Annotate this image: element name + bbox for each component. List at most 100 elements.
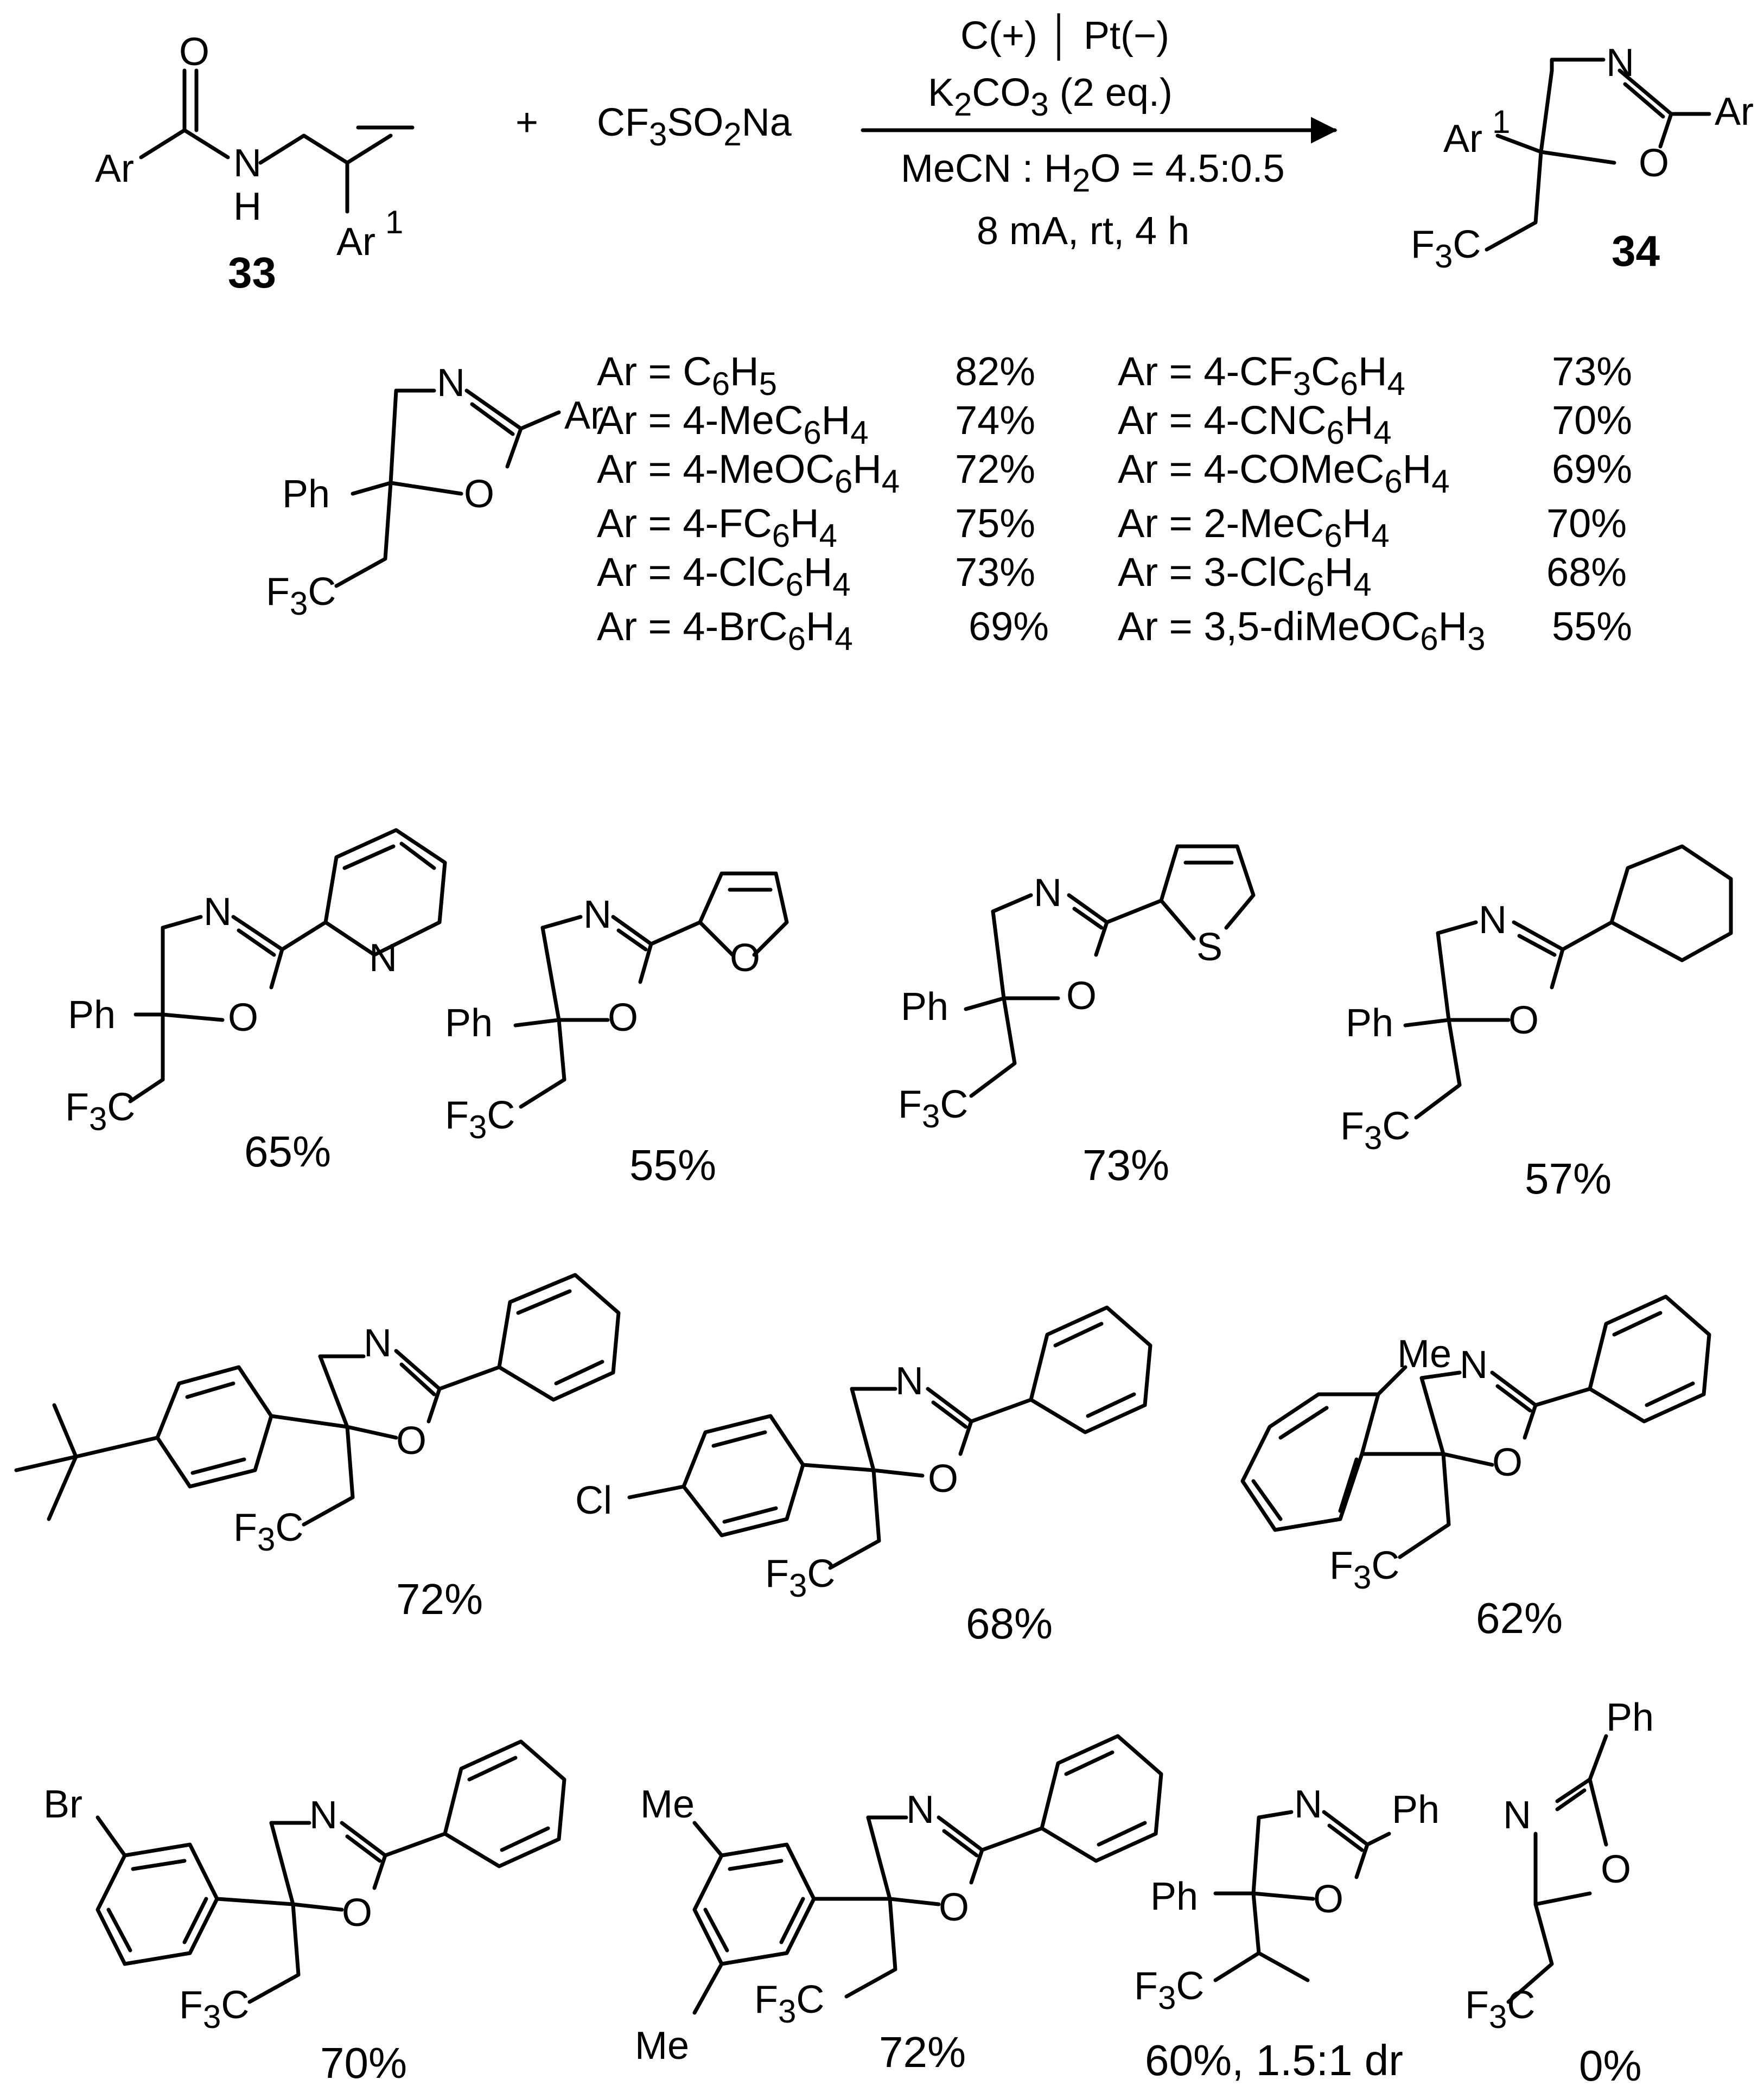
svg-text:Ar = C6H5: Ar = C6H5 xyxy=(597,349,777,402)
svg-text:F3C: F3C xyxy=(1134,1964,1204,2016)
svg-text:Me: Me xyxy=(1397,1332,1451,1376)
table-row: Ar = 4-CF3C6H4 73% xyxy=(1118,349,1632,402)
svg-text:Ar = 3,5-diMeOC6H3: Ar = 3,5-diMeOC6H3 xyxy=(1118,604,1485,657)
svg-text:1: 1 xyxy=(1492,104,1510,140)
svg-text:73%: 73% xyxy=(1552,349,1632,394)
svg-text:F3C: F3C xyxy=(1340,1105,1410,1156)
svg-text:N: N xyxy=(309,1794,337,1837)
table-row: Ar = 4-MeOC6H4 72% xyxy=(597,446,1035,500)
svg-text:Ar = 4-COMeC6H4: Ar = 4-COMeC6H4 xyxy=(1118,446,1450,500)
svg-text:N: N xyxy=(583,893,612,936)
svg-text:Ph: Ph xyxy=(445,1001,493,1045)
svg-text:Ar = 2-MeC6H4: Ar = 2-MeC6H4 xyxy=(1118,501,1390,554)
svg-text:N: N xyxy=(1460,1343,1488,1387)
svg-text:F3C: F3C xyxy=(65,1086,135,1137)
svg-text:Ar = 4-ClC6H4: Ar = 4-ClC6H4 xyxy=(597,550,851,603)
svg-text:N: N xyxy=(1503,1794,1531,1837)
svg-text:O: O xyxy=(608,996,638,1039)
product-cyclohexyl: N O Ph F3C 57% xyxy=(1340,844,1733,1203)
svg-text:Ar: Ar xyxy=(1443,117,1482,161)
svg-text:N: N xyxy=(1294,1783,1322,1826)
svg-text:Ar: Ar xyxy=(95,147,134,190)
substrate-table: Ar = C6H5 82% Ar = 4-MeC6H4 74% Ar = 4-M… xyxy=(597,349,1632,657)
yield-label: 65% xyxy=(244,1127,331,1176)
table-row: Ar = 4-MeC6H4 74% xyxy=(597,398,1035,451)
svg-text:O: O xyxy=(179,30,209,74)
svg-text:Br: Br xyxy=(43,1783,82,1826)
product-unsubstituted: Ph N O F3C 0% xyxy=(1465,1696,1654,2086)
product-thienyl: N O S Ph F3C 73% xyxy=(898,844,1256,1189)
svg-text:F3C: F3C xyxy=(445,1094,515,1145)
reaction-conditions: C(+) │ Pt(−) K2CO3 (2 eq.) MeCN : H2O = … xyxy=(901,13,1285,253)
svg-text:82%: 82% xyxy=(955,349,1035,394)
svg-text:F3C: F3C xyxy=(266,570,336,622)
svg-text:N: N xyxy=(895,1360,924,1403)
svg-text:O: O xyxy=(1313,1878,1343,1921)
svg-text:N: N xyxy=(364,1322,392,1365)
svg-text:O: O xyxy=(1066,974,1097,1018)
product-pyridyl: N O N Ph F3C 65% xyxy=(65,828,447,1176)
condition-params: 8 mA, rt, 4 h xyxy=(977,209,1189,253)
svg-text:Ph: Ph xyxy=(1346,1001,1393,1045)
yield-label: 57% xyxy=(1525,1154,1612,1203)
svg-text:N: N xyxy=(203,890,232,934)
svg-text:O: O xyxy=(928,1457,958,1501)
svg-text:F3C: F3C xyxy=(179,1983,249,2035)
svg-text:70%: 70% xyxy=(1552,398,1632,443)
svg-text:Ph: Ph xyxy=(68,993,116,1037)
yield-label: 55% xyxy=(629,1141,716,1189)
reactant-33: O Ar N H Ar 1 33 xyxy=(95,30,415,297)
reagent-cf3so2na: CF3SO2Na xyxy=(597,101,792,152)
svg-text:73%: 73% xyxy=(955,550,1035,595)
table-row: Ar = 3,5-diMeOC6H3 55% xyxy=(1118,604,1632,657)
condition-electrodes: C(+) │ Pt(−) xyxy=(960,13,1169,61)
table-row: Ar = 3-ClC6H4 68% xyxy=(1118,550,1627,603)
yield-label: 72% xyxy=(396,1575,483,1623)
svg-text:69%: 69% xyxy=(1552,446,1632,492)
svg-text:68%: 68% xyxy=(1546,550,1627,595)
svg-text:O: O xyxy=(730,936,760,980)
svg-text:F3C: F3C xyxy=(898,1083,968,1134)
svg-text:O: O xyxy=(464,473,494,516)
svg-text:N: N xyxy=(1034,871,1062,915)
svg-text:CF3SO2Na: CF3SO2Na xyxy=(597,101,792,152)
table-row: Ar = 4-BrC6H4 69% xyxy=(597,604,1049,657)
svg-text:70%: 70% xyxy=(1546,501,1627,546)
yield-label: 68% xyxy=(966,1599,1053,1648)
svg-text:75%: 75% xyxy=(955,501,1035,546)
product-cl-aryl: Cl N O F3C 68% xyxy=(575,1305,1152,1648)
svg-text:Ar = 4-FC6H4: Ar = 4-FC6H4 xyxy=(597,501,837,554)
svg-text:Ar: Ar xyxy=(564,394,603,437)
svg-text:O: O xyxy=(1601,1848,1631,1891)
svg-text:O: O xyxy=(1508,999,1539,1042)
table-row: Ar = 4-ClC6H4 73% xyxy=(597,550,1035,603)
svg-text:O: O xyxy=(228,996,258,1039)
yield-label: 70% xyxy=(320,2039,407,2086)
svg-text:F3C: F3C xyxy=(765,1552,835,1604)
condition-solvent: MeCN : H2O = 4.5:0.5 xyxy=(901,147,1285,199)
svg-text:69%: 69% xyxy=(969,604,1049,649)
table-row: Ar = 2-MeC6H4 70% xyxy=(1118,501,1627,554)
svg-text:72%: 72% xyxy=(955,446,1035,492)
plus-sign: + xyxy=(515,101,538,144)
svg-text:O: O xyxy=(342,1891,372,1935)
svg-text:N: N xyxy=(906,1788,934,1832)
svg-text:Ph: Ph xyxy=(282,473,330,516)
table-row: Ar = 4-COMeC6H4 69% xyxy=(1118,446,1632,500)
svg-text:Ar = 4-CF3C6H4: Ar = 4-CF3C6H4 xyxy=(1118,349,1405,402)
svg-text:F3C: F3C xyxy=(1329,1544,1399,1596)
svg-text:Ph: Ph xyxy=(1150,1875,1198,1918)
svg-text:Ar = 4-CNC6H4: Ar = 4-CNC6H4 xyxy=(1118,398,1392,451)
svg-text:Ar = 4-BrC6H4: Ar = 4-BrC6H4 xyxy=(597,604,853,657)
table-row: Ar = 4-FC6H4 75% xyxy=(597,501,1035,554)
svg-text:Ph: Ph xyxy=(901,985,948,1029)
svg-text:O: O xyxy=(939,1886,969,1929)
product-label: 34 xyxy=(1612,227,1660,275)
condition-base: K2CO3 (2 eq.) xyxy=(928,71,1173,123)
svg-text:F3C: F3C xyxy=(233,1506,303,1558)
product-me-aryl: Me N O F3C 62% xyxy=(1240,1294,1711,1642)
svg-text:Cl: Cl xyxy=(575,1479,612,1522)
yield-label: 60%, 1.5:1 dr xyxy=(1145,2036,1403,2084)
svg-text:H: H xyxy=(233,185,262,228)
